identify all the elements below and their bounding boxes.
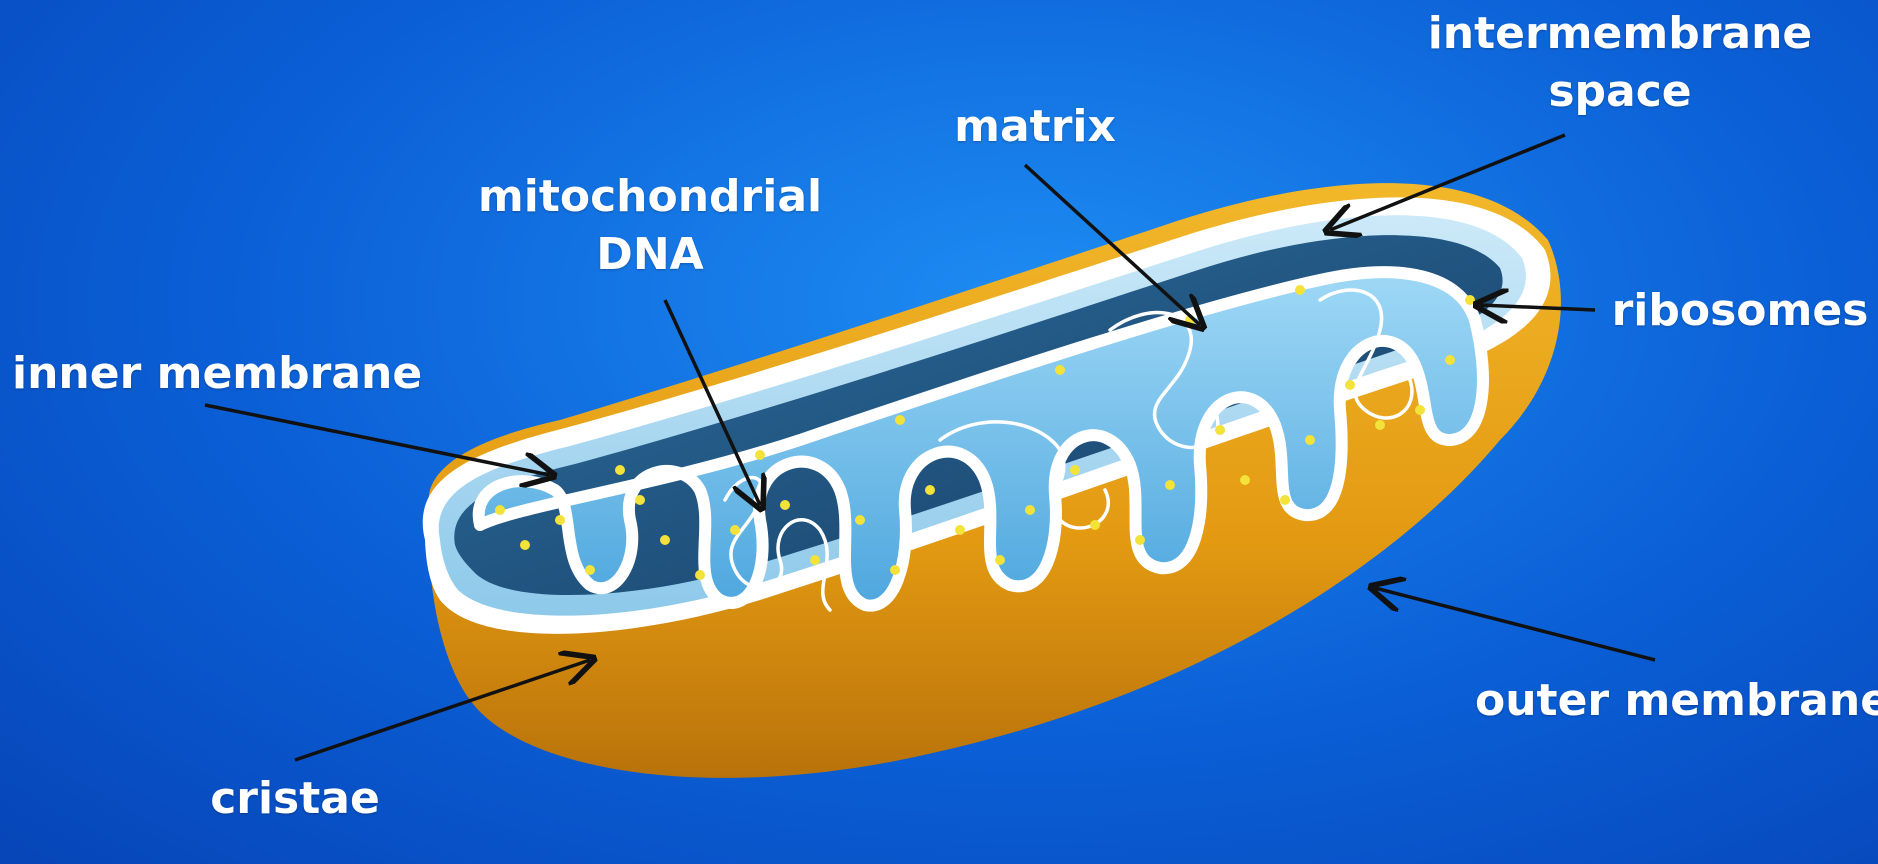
arrow-outer-membrane — [1375, 588, 1655, 660]
label-mitochondrial-dna-line-1: mitochondrial — [470, 168, 830, 226]
label-cristae: cristae — [195, 770, 395, 828]
label-ribosomes: ribosomes — [1605, 282, 1875, 340]
label-matrix: matrix — [930, 98, 1140, 156]
label-inner-membrane: inner membrane — [12, 345, 412, 403]
label-mitochondrial-dna-line-2: DNA — [470, 226, 830, 284]
label-intermembrane-space-line-2: space — [1420, 63, 1820, 121]
label-mitochondrial-dna: mitochondrial DNA — [470, 168, 830, 284]
label-intermembrane-space: intermembrane space — [1420, 5, 1820, 121]
label-outer-membrane: outer membrane — [1475, 672, 1875, 730]
label-intermembrane-space-line-1: intermembrane — [1420, 5, 1820, 63]
